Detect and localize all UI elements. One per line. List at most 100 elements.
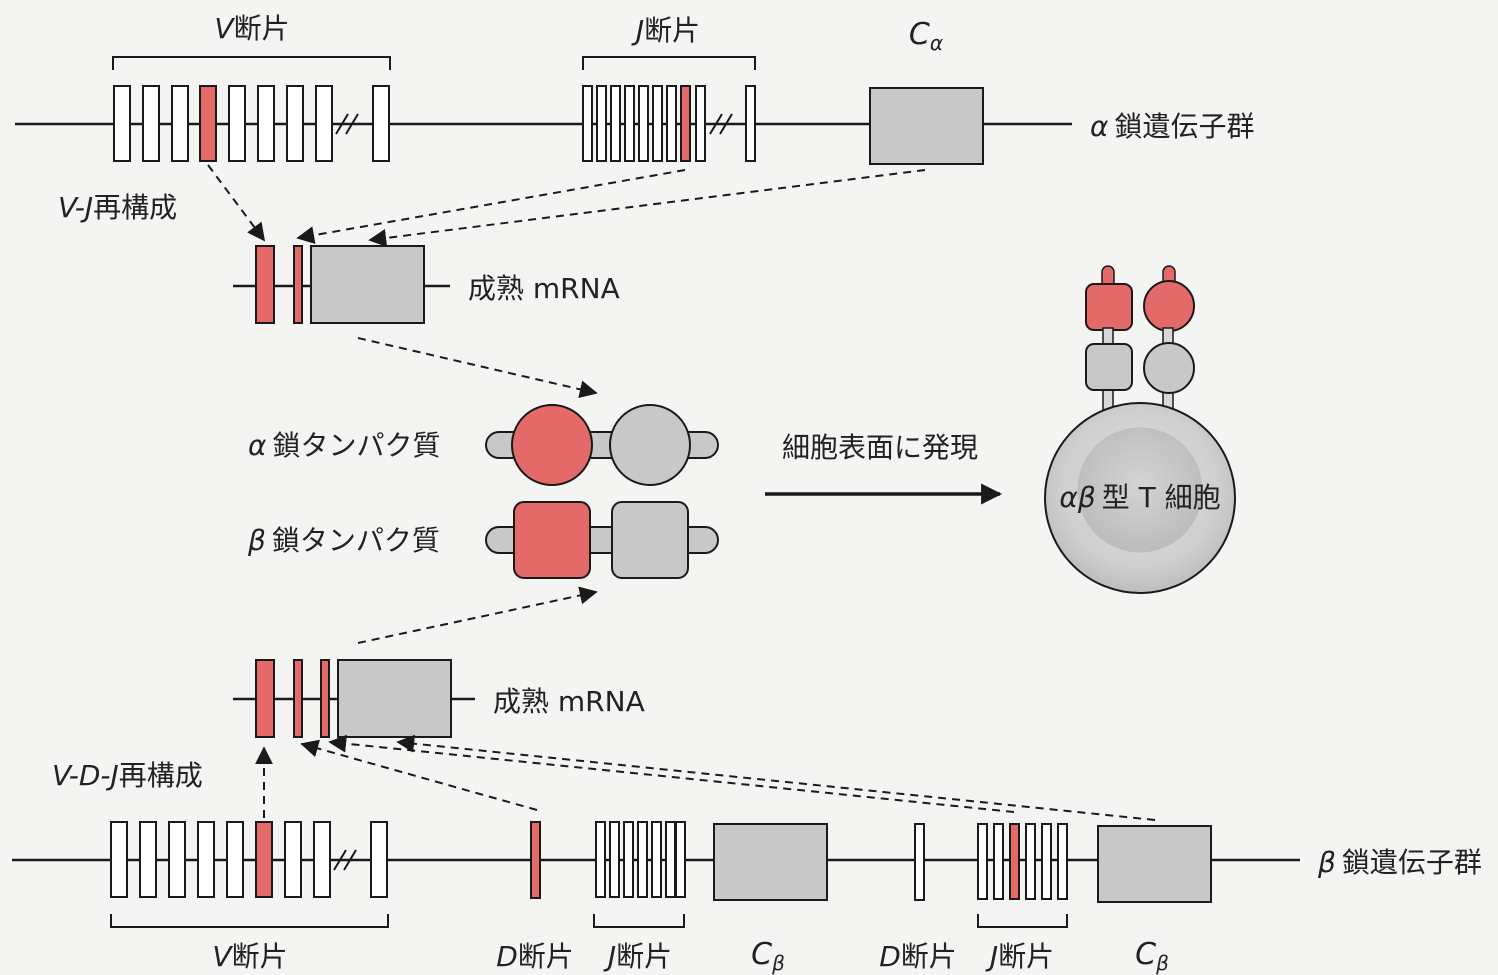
tcr-beta-variable-domain [1086,284,1132,330]
beta-d2-segment [915,824,924,900]
tcr-beta-constant-domain [1086,344,1132,390]
beta-c1-label: Cβ [751,937,785,975]
alpha-v-segment [143,86,159,161]
beta-j2-segments [978,824,1067,899]
alpha-mature-mrna: 成熟 mRNA [233,246,620,323]
beta-j2-segment [978,824,987,899]
beta-rearrangement-label: V-D-J再構成 [52,759,203,792]
beta-mrna-c-exon [338,660,451,737]
alpha-v-bracket [113,57,390,70]
beta-variable-domain [514,502,590,578]
beta-recombination-arrows [264,742,1155,820]
alpha-v-label: V断片 [214,12,289,45]
expression-label: 細胞表面に発現 [782,431,978,464]
beta-j2-segment [1026,824,1035,899]
beta-mrna-v-exon [256,660,274,737]
alpha-j-bracket [583,57,755,70]
alpha-translation-arrow [358,338,596,393]
beta-j1-segment [596,822,605,897]
alpha-j-segment [653,86,662,161]
beta-j1-segment [676,822,685,897]
beta-d1-segment [531,822,540,898]
beta-d2-label: D断片 [879,940,957,973]
beta-j1-bracket [594,914,684,927]
alpha-mrna-c-exon [311,246,424,323]
beta-mrna-label: 成熟 mRNA [493,685,645,718]
beta-v-label: V断片 [212,940,287,973]
alpha-v-segment [229,86,245,161]
alpha-j-segment [583,86,592,161]
beta-j1-label: J断片 [603,940,672,973]
beta-j1-segment [638,822,647,897]
beta-j2-segment [1058,824,1067,899]
alpha-j-segment [611,86,620,161]
beta-j2-segment-selected [1010,824,1019,899]
beta-j2-segment [994,824,1003,899]
beta-v-segment [285,822,301,897]
tcr-alpha-constant-domain [1144,343,1194,393]
alpha-j-segment [625,86,634,161]
beta-j2-label: J断片 [985,940,1054,973]
alpha-j-segment-selected [681,86,690,161]
alpha-j-segment [639,86,648,161]
beta-j1-segment [666,822,675,897]
tcr-alpha-variable-domain [1144,281,1194,331]
beta-v-segment [140,822,156,897]
t-cell-label: αβ型 T 細胞 [1059,481,1220,514]
alpha-v-segment [287,86,303,161]
beta-v-segment [169,822,185,897]
alpha-j-segment [746,86,755,161]
alpha-mrna-label: 成熟 mRNA [468,272,620,305]
alpha-v-segment [316,86,332,161]
alpha-rearrangement-label: V-J再構成 [58,191,177,224]
beta-j2-bracket [978,914,1067,927]
beta-mrna-j-exon [321,660,329,737]
beta-mrna-d-exon [294,660,302,737]
beta-mature-mrna: 成熟 mRNA [233,660,645,737]
alpha-mrna-v-exon [256,246,274,323]
beta-v-segment [111,822,127,897]
beta-c2-segment [1098,826,1211,902]
beta-c1-segment [714,824,827,900]
alpha-j-label: J断片 [631,14,700,47]
alpha-variable-domain [512,405,592,485]
alpha-c-label: Cα [909,17,943,55]
alpha-c-segment [870,88,983,164]
beta-v-segment-selected [256,822,272,897]
alpha-j-segment [667,86,676,161]
beta-v-segment [227,822,243,897]
alpha-mrna-j-exon [294,246,302,323]
alpha-constant-domain [610,405,690,485]
alpha-v-segment-selected [200,86,216,161]
beta-v-bracket [111,914,388,927]
beta-j1-segment [624,822,633,897]
alpha-v-segment [373,86,389,161]
beta-j1-segment [652,822,661,897]
alpha-j-segment [696,86,705,161]
alpha-v-segment [114,86,130,161]
beta-v-segment [314,822,330,897]
beta-j2-segment [1042,824,1051,899]
beta-d1-label: D断片 [496,940,574,973]
alpha-j-segment [597,86,606,161]
beta-v-segment [198,822,214,897]
beta-translation-arrow [358,592,596,643]
alpha-recombination-arrows [208,165,925,240]
beta-j1-segment [610,822,619,897]
alpha-v-segment [258,86,274,161]
beta-j1-segments [596,822,685,897]
beta-v-segment [371,822,387,897]
alpha-v-segment [172,86,188,161]
beta-c2-label: Cβ [1135,937,1169,975]
